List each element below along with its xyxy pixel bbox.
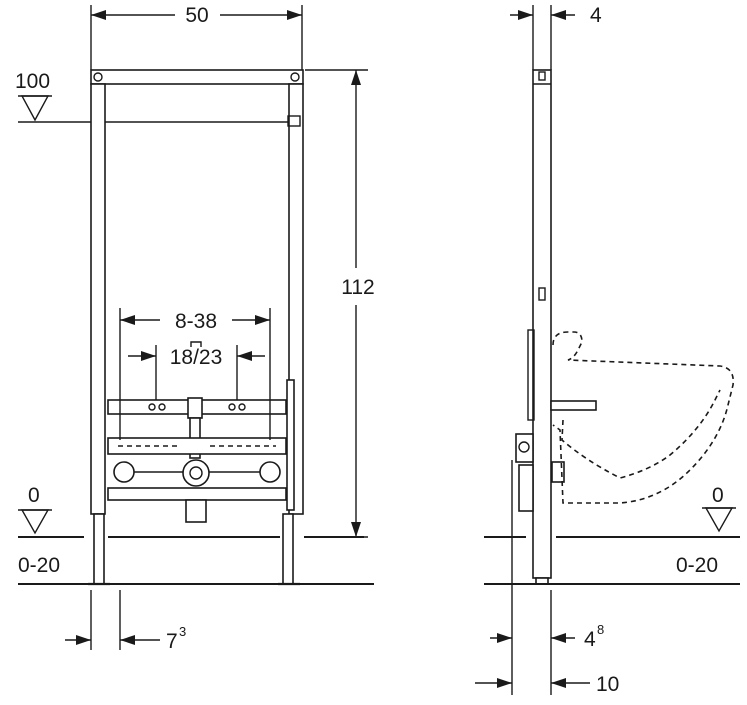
bracket-spacing-label: 8-38 (175, 310, 217, 333)
side-frame (515, 69, 597, 585)
depth-mid-superscript: 8 (597, 622, 604, 637)
depth-bottom-dimension: 10 (475, 650, 619, 696)
level-top-label: 100 (15, 70, 50, 93)
height-label: 112 (341, 276, 374, 299)
frame (88, 69, 304, 586)
side-view: 4 0 0-20 (475, 4, 740, 696)
foot-offset-label: 7 (166, 630, 178, 653)
floor-levels-front: 0 0-20 (18, 484, 374, 585)
height-dimension: 112 (305, 69, 375, 538)
bidet-outline (552, 331, 735, 504)
depth-bottom-label: 10 (596, 673, 619, 696)
supply-spacing-dimension: 18/23 (128, 341, 265, 400)
front-view: 50 100 (15, 4, 375, 653)
floor-range-label-side: 0-20 (676, 554, 718, 577)
level-zero-label-side: 0 (712, 484, 724, 507)
level-marker-icon (20, 509, 50, 535)
depth-top-label: 4 (590, 4, 602, 27)
level-marker-icon (20, 95, 50, 122)
foot-offset-dimension: 7 3 (65, 590, 186, 653)
depth-mid-dimension: 4 8 (490, 460, 604, 651)
level-marker-icon (704, 507, 734, 533)
supply-spacing-label: 18/23 (170, 346, 223, 369)
width-label: 50 (185, 4, 208, 27)
depth-mid-label: 4 (584, 628, 596, 651)
floor-levels-side: 0 0-20 (484, 484, 740, 585)
floor-range-label-front: 0-20 (18, 554, 60, 577)
level-top-marker: 100 (15, 70, 300, 123)
depth-top-dimension: 4 (510, 4, 602, 70)
foot-offset-superscript: 3 (179, 624, 186, 639)
level-zero-label-front: 0 (28, 484, 40, 507)
bracket-spacing-dimension: 8-38 (119, 308, 271, 440)
width-dimension: 50 (90, 4, 303, 70)
